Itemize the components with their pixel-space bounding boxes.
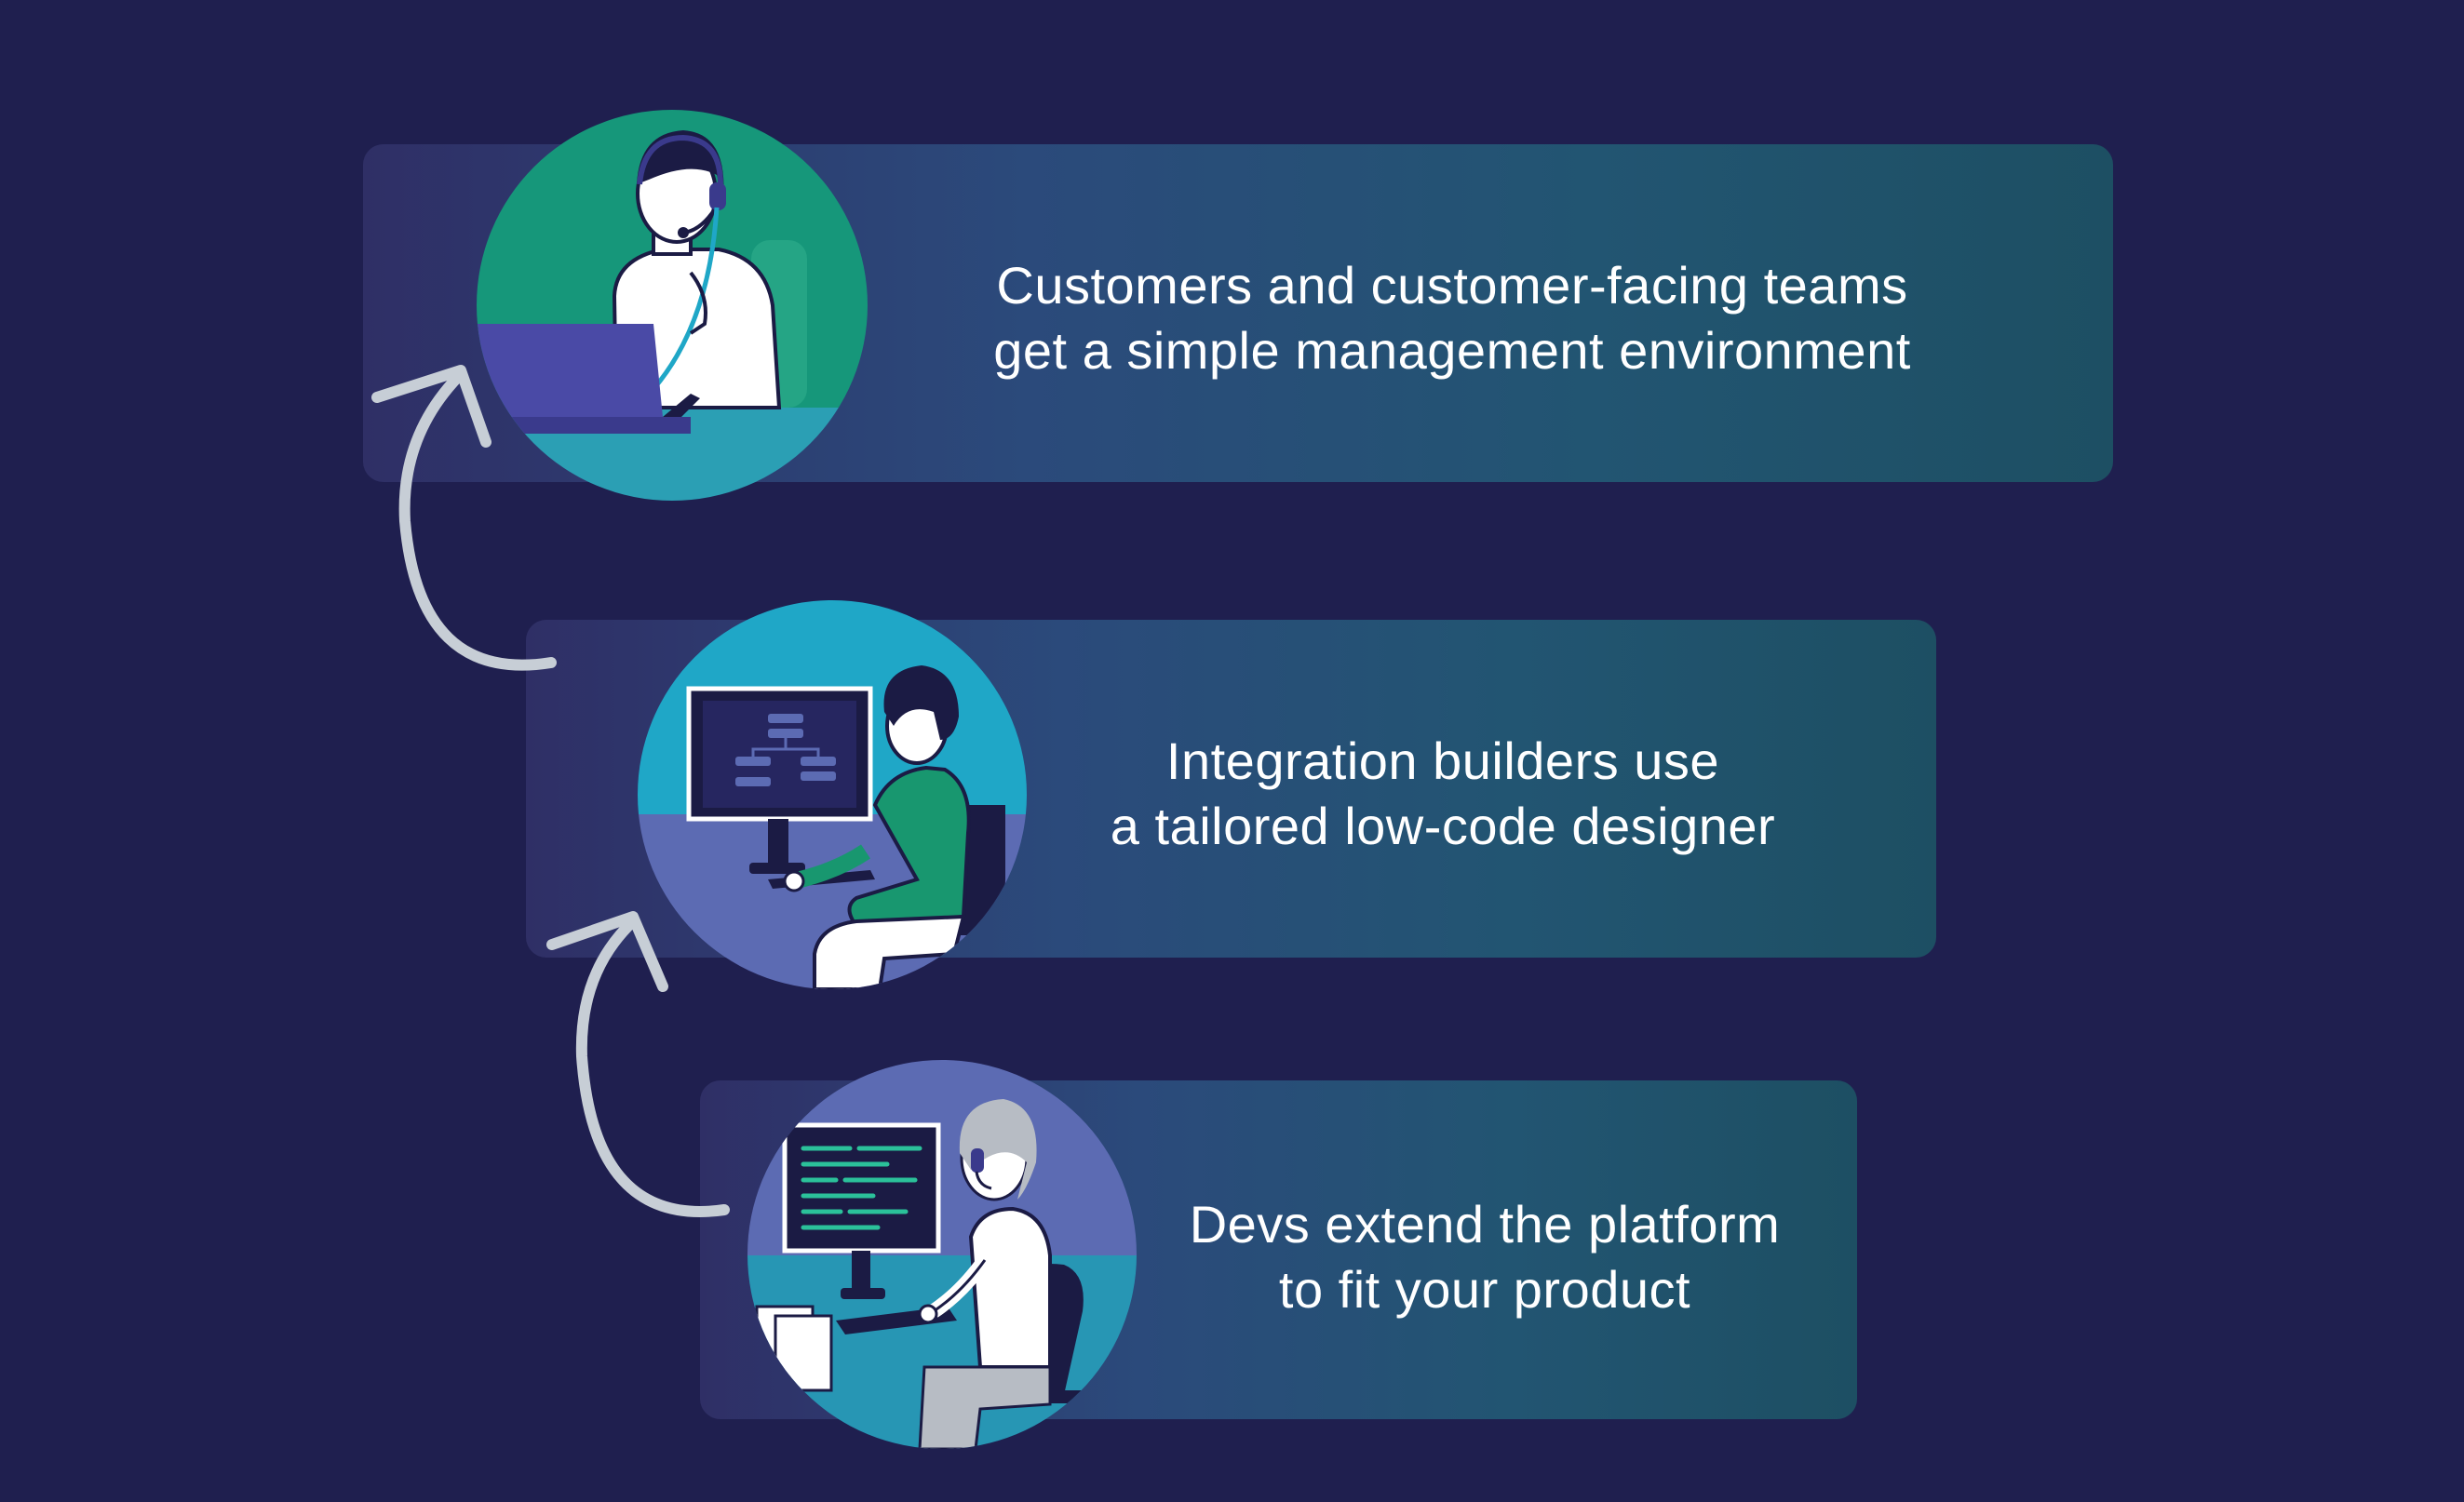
step-2-line-1: Integration builders use	[1165, 731, 1720, 790]
developer-illustration	[747, 1060, 1137, 1449]
step-text-integration-builders: Integration builders use a tailored low-…	[1033, 729, 1852, 859]
step-1-line-1: Customers and customer-facing teams	[996, 256, 1908, 315]
step-3-line-1: Devs extend the platform	[1189, 1195, 1781, 1254]
support-agent-illustration	[477, 110, 868, 501]
step-text-customers: Customers and customer-facing teams get …	[866, 253, 2039, 383]
integration-builder-illustration	[638, 600, 1027, 989]
step-3-line-2: to fit your product	[1278, 1260, 1691, 1319]
step-text-devs: Devs extend the platform to fit your pro…	[1117, 1192, 1852, 1322]
step-2-line-2: a tailored low-code designer	[1110, 797, 1776, 855]
curved-up-arrow-icon	[546, 911, 730, 1217]
headset-person-icon	[477, 110, 868, 501]
step-1-line-2: get a simple management environment	[993, 321, 1911, 380]
code-monitor-icon	[747, 1060, 1137, 1449]
flow-diagram-monitor-icon	[638, 600, 1027, 989]
